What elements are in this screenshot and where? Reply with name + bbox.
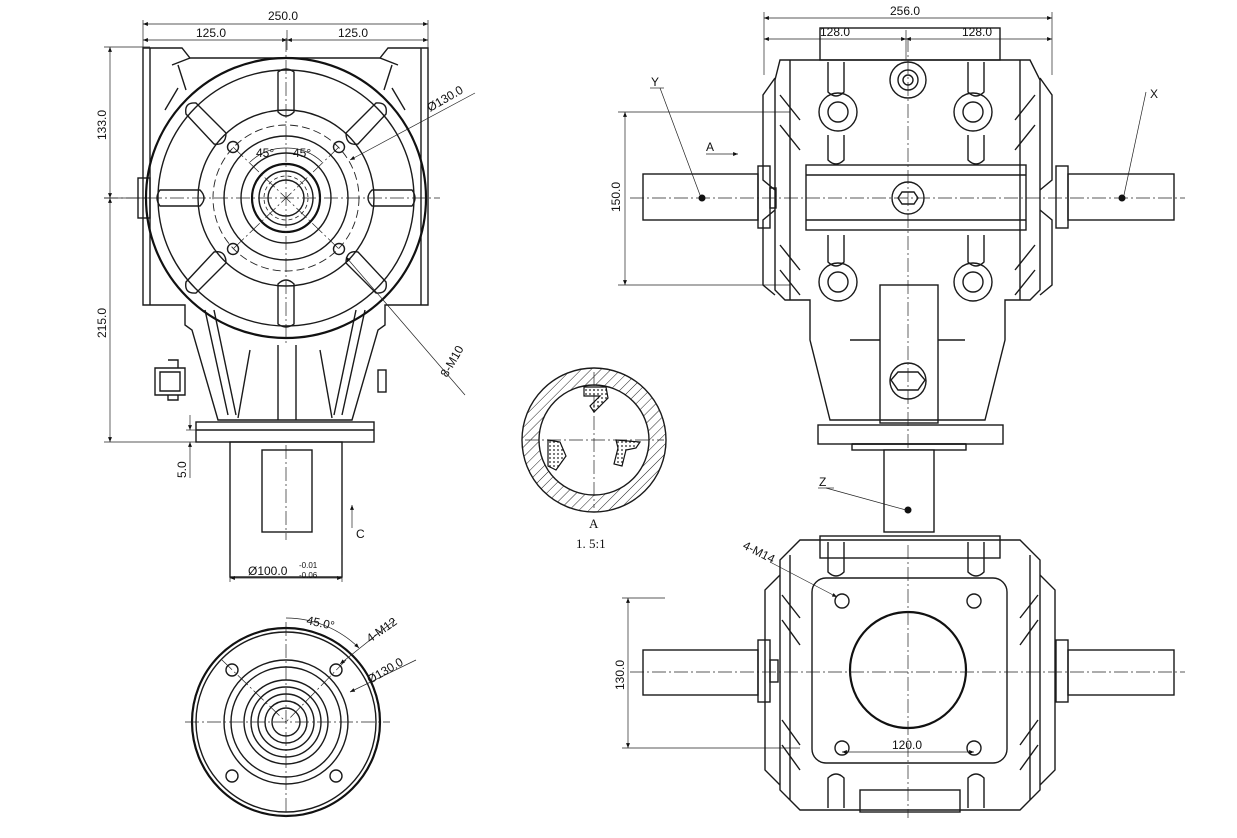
side-bolt-callout-label: 4-M14 bbox=[741, 538, 778, 566]
front-height-bottom-label: 215.0 bbox=[95, 308, 109, 338]
front-view: 250.0 125.0 125.0 133.0 215.0 5.0 bbox=[95, 9, 476, 582]
shaft-z-label: Z bbox=[819, 475, 826, 489]
front-flange-thickness-label: 5.0 bbox=[175, 461, 189, 478]
front-bolt-callout-label: 8-M10 bbox=[437, 343, 466, 380]
detail-a-label: A bbox=[589, 516, 599, 531]
front-shaft-diameter-label: Ø100.0 bbox=[248, 564, 288, 578]
bottom-bolt-callout-label: 4-M12 bbox=[364, 614, 400, 645]
front-shaft-tol-upper: -0.01 bbox=[299, 561, 318, 570]
front-overall-width-label: 250.0 bbox=[268, 9, 298, 23]
front-angle-left-label: 45° bbox=[256, 146, 274, 160]
view-c-label: C bbox=[356, 527, 365, 541]
bottom-flange-view: 45.0° 4-M12 Ø130.0 bbox=[185, 613, 417, 820]
detail-view-a: A 1. 5:1 bbox=[521, 367, 667, 551]
shaft-x-label: X bbox=[1150, 87, 1158, 101]
front-height-top-label: 133.0 bbox=[95, 110, 109, 140]
shaft-y-label: Y bbox=[651, 75, 659, 89]
top-half-width-left-label: 128.0 bbox=[820, 25, 850, 39]
detail-a-scale-label: 1. 5:1 bbox=[576, 536, 606, 551]
section-a-label: A bbox=[706, 140, 714, 154]
front-shaft-tol-lower: -0.06 bbox=[299, 571, 318, 580]
side-bolt-spacing-label: 120.0 bbox=[892, 738, 922, 752]
front-half-width-right-label: 125.0 bbox=[338, 26, 368, 40]
top-view: 256.0 128.0 128.0 150.0 bbox=[609, 4, 1185, 533]
front-half-width-left-label: 125.0 bbox=[196, 26, 226, 40]
top-height-label: 150.0 bbox=[609, 182, 623, 212]
bottom-angle-label: 45.0° bbox=[305, 613, 336, 633]
bottom-bolt-circle-label: Ø130.0 bbox=[365, 655, 406, 687]
top-overall-width-label: 256.0 bbox=[890, 4, 920, 18]
side-height-label: 130.0 bbox=[613, 660, 627, 690]
side-view: 130.0 bbox=[613, 535, 1185, 818]
front-angle-right-label: 45° bbox=[293, 146, 311, 160]
front-bolt-circle-label: Ø130.0 bbox=[425, 83, 466, 115]
top-half-width-right-label: 128.0 bbox=[962, 25, 992, 39]
